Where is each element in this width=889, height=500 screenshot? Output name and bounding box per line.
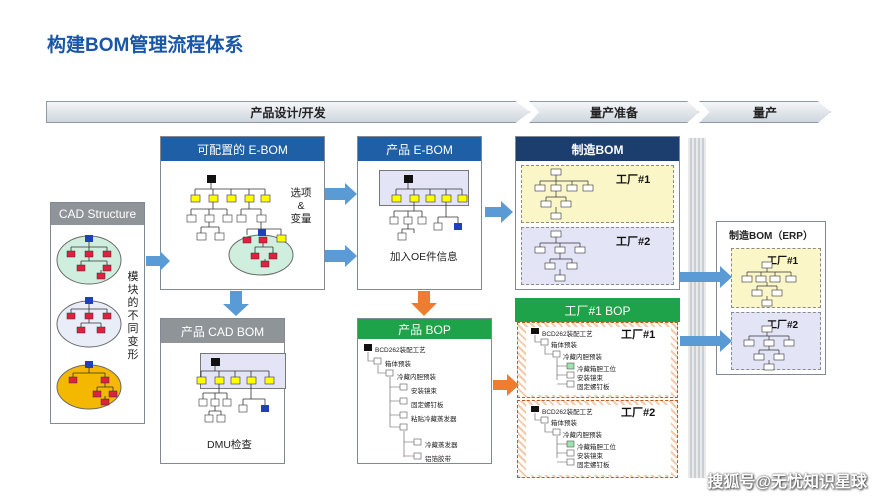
manufacturing-bom-erp-panel: 制造BOM（ERP） 工厂#1 工厂#2 bbox=[716, 221, 826, 375]
bop-step: 冷藏箱胆工位 bbox=[577, 444, 616, 451]
arrow-config-to-product-ebom-2 bbox=[325, 245, 357, 267]
bop-step: 安装镜束 bbox=[577, 453, 603, 460]
factory-bop-trees bbox=[531, 328, 575, 466]
manufacturing-bom-panel: 制造BOM 工厂#1 工厂#2 bbox=[515, 136, 680, 290]
factory2-label: 工厂#2 bbox=[621, 407, 656, 419]
module-variants-label: 模块的不同变形 bbox=[127, 271, 139, 361]
factory2-label: 工厂#2 bbox=[767, 320, 799, 331]
bop-step: 固定螺钉板 bbox=[577, 462, 610, 469]
arrow-bop-to-erp bbox=[680, 330, 732, 352]
phase-mass-production-prep: 量产准备 bbox=[529, 101, 699, 123]
dmu-check-label: DMU检查 bbox=[207, 439, 252, 451]
watermark: 搜狐号@无忧知识星球 bbox=[707, 474, 867, 491]
bop-step: 固定螺钉板 bbox=[577, 384, 610, 391]
bop-step: 箱体预装 bbox=[385, 361, 411, 368]
phase-design-development: 产品设计/开发 bbox=[46, 101, 530, 123]
factory1-label: 工厂#1 bbox=[767, 256, 799, 267]
factory2-label: 工厂#2 bbox=[616, 236, 651, 248]
phase-separator bbox=[688, 138, 706, 478]
factory1-bop-header: 工厂#1 BOP bbox=[515, 298, 680, 322]
erp-bom-trees bbox=[741, 261, 797, 371]
arrow-bop-to-factory-bop bbox=[493, 374, 519, 396]
factory2-bom-area bbox=[521, 227, 674, 285]
factory2-bop-area bbox=[517, 400, 678, 478]
arrow-config-to-product-ebom bbox=[325, 183, 357, 205]
cad-structure-header: CAD Structure bbox=[51, 203, 144, 225]
product-cad-bom-panel: 产品 CAD BOM DMU检查 bbox=[160, 318, 286, 464]
bop-step: 冷藏箱胆工位 bbox=[577, 366, 616, 373]
product-cad-bom-header: 产品 CAD BOM bbox=[161, 319, 284, 343]
page-title: 构建BOM管理流程体系 bbox=[47, 35, 244, 56]
phase-label: 量产准备 bbox=[589, 105, 638, 120]
arrow-cad-to-config-ebom bbox=[146, 251, 170, 271]
configurable-ebom-panel: 可配置的 E-BOM 选项 & 变量 bbox=[160, 136, 325, 290]
add-oe-info-label: 加入OE件信息 bbox=[390, 251, 458, 263]
bop-step: BCD262装配工艺 bbox=[542, 331, 593, 338]
factory1-label: 工厂#1 bbox=[621, 329, 656, 341]
cad-structure-panel: CAD Structure 模块的不同变形 bbox=[50, 202, 145, 424]
manufacturing-bom-trees bbox=[534, 168, 594, 282]
bop-step: 冷藏内胆预装 bbox=[563, 432, 602, 439]
arrow-config-to-cad-bom bbox=[223, 291, 249, 316]
bop-step: 铝箔胶带 bbox=[425, 456, 451, 463]
configurable-ebom-tree bbox=[186, 175, 294, 276]
factory1-bop-panel: 工厂#1 BOP 工厂#1 工厂#2 BCD262装配工艺 箱体预装 冷藏内胆预… bbox=[515, 298, 680, 482]
cad-variant-trees bbox=[56, 235, 122, 410]
arrow-ebom-to-mbom bbox=[485, 201, 513, 223]
product-ebom-header: 产品 E-BOM bbox=[358, 137, 481, 161]
bop-step: 箱体预装 bbox=[551, 420, 577, 427]
factory1-label: 工厂#1 bbox=[616, 174, 651, 186]
bop-step: 冷藏内胆预装 bbox=[397, 374, 436, 381]
product-bop-header: 产品 BOP bbox=[358, 319, 491, 339]
bop-step: 固定螺钉板 bbox=[411, 402, 444, 409]
phase-label: 产品设计/开发 bbox=[250, 105, 326, 120]
product-bop-panel: 产品 BOP BCD262装配工艺 箱体预装 冷藏内胆预装 安装镜束 固定螺钉板… bbox=[357, 318, 492, 464]
bop-step: 安装镜束 bbox=[411, 388, 437, 395]
bop-step: BCD262装配工艺 bbox=[542, 409, 593, 416]
bop-step: 冷藏内胆预装 bbox=[563, 354, 602, 361]
bop-step: 冷藏蒸发器 bbox=[425, 442, 458, 449]
manufacturing-bom-header: 制造BOM bbox=[516, 137, 679, 161]
bop-step: 安装镜束 bbox=[577, 375, 603, 382]
bop-step: 箱体预装 bbox=[551, 342, 577, 349]
product-cad-bom-tree bbox=[196, 358, 275, 423]
product-bop-tree bbox=[364, 344, 422, 460]
bop-step: BCD262装配工艺 bbox=[375, 347, 426, 354]
options-variables-label: 选项 & 变量 bbox=[290, 187, 312, 225]
phase-label: 量产 bbox=[752, 105, 777, 120]
bop-step: 粘贴冷藏蒸发器 bbox=[411, 416, 457, 423]
factory1-bop-area bbox=[517, 322, 678, 398]
configurable-ebom-header: 可配置的 E-BOM bbox=[161, 137, 324, 161]
factory1-bom-area bbox=[521, 165, 674, 223]
product-ebom-panel: 产品 E-BOM 加入OE件信息 bbox=[357, 136, 482, 290]
product-ebom-tree bbox=[389, 175, 468, 241]
arrow-mbom-to-erp bbox=[680, 266, 732, 288]
manufacturing-bom-erp-header: 制造BOM（ERP） bbox=[729, 231, 813, 242]
arrow-ebom-to-bop bbox=[411, 291, 437, 316]
